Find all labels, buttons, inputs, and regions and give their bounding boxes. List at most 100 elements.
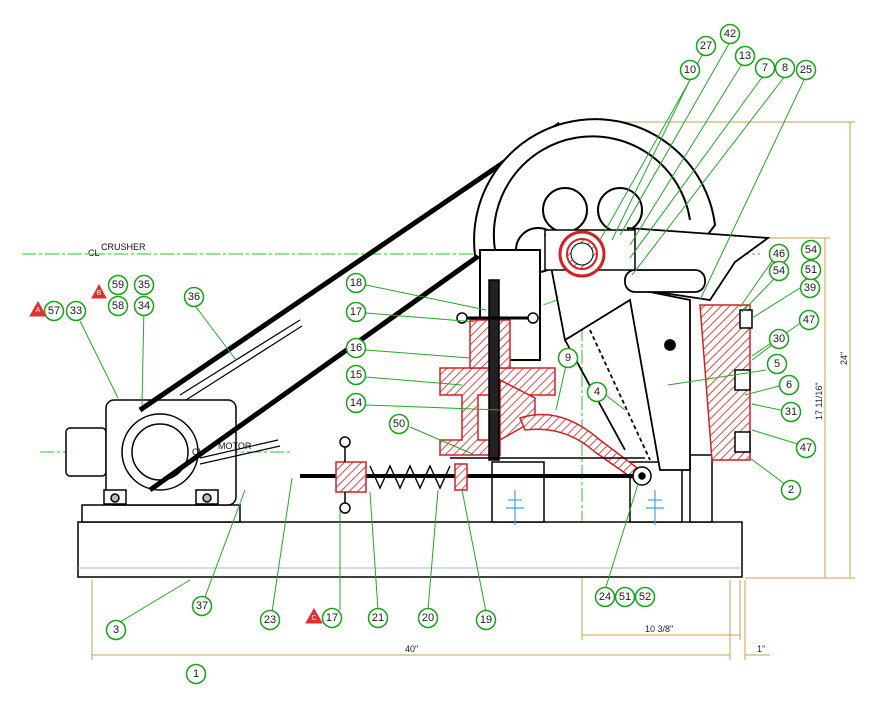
crusher-cl-label: CL (88, 248, 100, 258)
fixed-jaw-section (699, 304, 753, 461)
svg-text:51: 51 (805, 264, 817, 276)
svg-text:17: 17 (326, 612, 338, 624)
dim-height-total: 24" (839, 352, 849, 365)
svg-text:A: A (36, 307, 41, 314)
svg-text:47: 47 (800, 442, 812, 454)
revision-triangle-b: B (91, 283, 107, 299)
svg-text:47: 47 (803, 314, 815, 326)
balloon-51-upper: 51 (800, 259, 822, 281)
svg-text:57: 57 (48, 305, 60, 317)
svg-text:59: 59 (112, 279, 124, 291)
balloon-20: 20 (417, 607, 439, 629)
revision-triangle-c: C (305, 607, 323, 624)
svg-text:21: 21 (372, 612, 384, 624)
svg-text:27: 27 (700, 40, 712, 52)
svg-text:13: 13 (739, 50, 751, 62)
balloon-59: 59 (107, 274, 129, 296)
svg-text:3: 3 (113, 624, 119, 636)
svg-text:4: 4 (594, 386, 600, 398)
balloon-33: 33 (65, 300, 87, 322)
balloon-14: 14 (345, 392, 367, 414)
dim-overall-width: 40" (405, 644, 418, 654)
toggle-link (450, 457, 652, 486)
svg-text:6: 6 (786, 379, 792, 391)
balloon-37: 37 (191, 595, 213, 617)
svg-text:9: 9 (565, 352, 571, 364)
balloon-57: 57 (43, 300, 65, 322)
dimension-lines (91, 121, 855, 660)
leader-lines (79, 41, 806, 623)
svg-text:10: 10 (684, 64, 696, 76)
balloon-36: 36 (183, 286, 205, 308)
svg-text:51: 51 (619, 591, 631, 603)
balloon-42: 42 (719, 23, 741, 45)
eccentric-shaft (544, 229, 636, 278)
balloon-50: 50 (388, 413, 410, 435)
adjusting-screw (456, 279, 539, 461)
crusher-label: CRUSHER (101, 242, 146, 252)
balloon-15: 15 (345, 364, 367, 386)
balloon-5: 5 (766, 353, 788, 375)
revision-marks: A B C (29, 283, 323, 624)
balloon-10: 10 (679, 59, 701, 81)
balloon-4: 4 (586, 381, 608, 403)
dim-offset: 1" (757, 644, 765, 654)
revision-triangle-a: A (29, 300, 47, 317)
balloon-46: 46 (768, 243, 790, 265)
balloon-27: 27 (695, 35, 717, 57)
svg-text:14: 14 (350, 397, 362, 409)
svg-text:8: 8 (782, 62, 788, 74)
svg-text:C: C (311, 615, 316, 622)
balloon-34: 34 (133, 295, 155, 317)
balloon-47-upper: 47 (798, 309, 820, 331)
svg-text:19: 19 (480, 614, 492, 626)
balloon-6: 6 (778, 374, 800, 396)
balloon-35: 35 (133, 274, 155, 296)
svg-text:B: B (97, 290, 102, 297)
balloon-58: 58 (107, 295, 129, 317)
svg-text:16: 16 (350, 342, 362, 354)
svg-text:5: 5 (774, 358, 780, 370)
balloon-39: 39 (799, 277, 821, 299)
balloon-21: 21 (367, 607, 389, 629)
balloons: 1 2 3 4 5 6 7 8 9 10 13 14 15 16 17 17 1… (43, 23, 822, 685)
svg-text:15: 15 (350, 369, 362, 381)
motor-label: MOTOR (218, 441, 252, 451)
svg-text:58: 58 (112, 300, 124, 312)
svg-text:34: 34 (138, 300, 150, 312)
balloon-23: 23 (259, 609, 281, 631)
dim-width-right: 10 3/8" (645, 624, 673, 634)
balloon-47-lower: 47 (795, 437, 817, 459)
svg-text:1: 1 (193, 668, 199, 680)
svg-text:42: 42 (724, 28, 736, 40)
svg-text:33: 33 (70, 305, 82, 317)
motor (65, 399, 237, 506)
balloon-3: 3 (105, 619, 127, 641)
svg-text:25: 25 (800, 64, 812, 76)
balloon-7: 7 (754, 57, 776, 79)
svg-text:46: 46 (773, 248, 785, 260)
balloon-25: 25 (795, 59, 817, 81)
balloon-19: 19 (475, 609, 497, 631)
balloon-54-upper: 54 (800, 239, 822, 261)
tension-rod (300, 436, 640, 514)
balloon-31: 31 (780, 401, 802, 423)
svg-text:54: 54 (805, 244, 817, 256)
balloon-54-lower: 54 (768, 260, 790, 282)
anchor-bolts (506, 490, 664, 525)
svg-text:18: 18 (350, 277, 362, 289)
balloon-17-upper: 17 (345, 301, 367, 323)
dim-height-partial: 17 11/16" (814, 382, 824, 420)
svg-text:31: 31 (785, 406, 797, 418)
balloon-2: 2 (780, 479, 802, 501)
belt-guard-rods (179, 319, 303, 465)
svg-text:2: 2 (788, 484, 794, 496)
balloon-24: 24 (594, 586, 616, 608)
balloon-18: 18 (345, 272, 367, 294)
motor-cl-label: CL (192, 447, 204, 457)
svg-text:30: 30 (773, 333, 785, 345)
balloon-51-lower: 51 (614, 586, 636, 608)
balloon-13: 13 (734, 45, 756, 67)
balloon-1: 1 (185, 663, 207, 685)
